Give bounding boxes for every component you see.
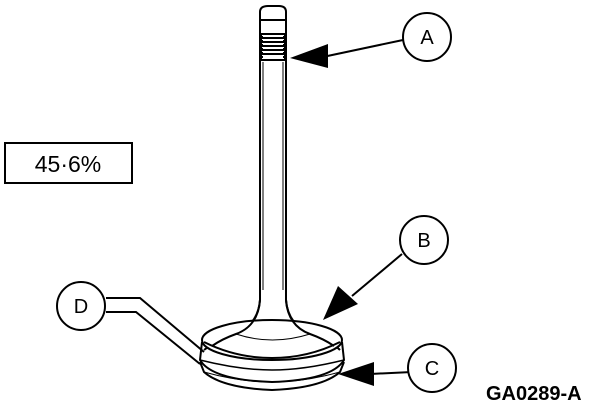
callout-label-d: D [74, 296, 88, 318]
zoom-level-indicator: 45·6% [4, 142, 133, 184]
callout-circle-d [56, 281, 106, 331]
leader-line-a [317, 39, 404, 59]
callout-circle-c [407, 343, 457, 393]
zoom-level-box [4, 142, 133, 184]
leader-line-b [351, 253, 403, 297]
callout-label-b: B [417, 230, 430, 252]
leader-line-d-upper [106, 297, 205, 353]
arrowhead-b [323, 286, 358, 320]
keeper-grooves [260, 33, 286, 61]
leader-line-c [369, 371, 413, 375]
callout-label-a: A [420, 27, 434, 49]
figure-id: GA0289-A [486, 383, 582, 405]
callout-circle-a [402, 12, 452, 62]
arrowhead-c [338, 362, 374, 386]
valve-margin [199, 341, 345, 391]
callout-c: C [338, 343, 457, 393]
callout-label-c: C [425, 358, 439, 380]
valve-stem [259, 20, 287, 300]
callout-d: D [56, 281, 205, 365]
arrowhead-a [290, 44, 328, 68]
callout-b: B [323, 215, 449, 320]
engine-valve [199, 5, 345, 391]
leader-line-d-lower [106, 311, 201, 365]
valve-tip [259, 5, 287, 21]
callout-circle-b [399, 215, 449, 265]
callout-a: A [290, 12, 452, 68]
zoom-level-text: 45·6% [35, 151, 101, 177]
